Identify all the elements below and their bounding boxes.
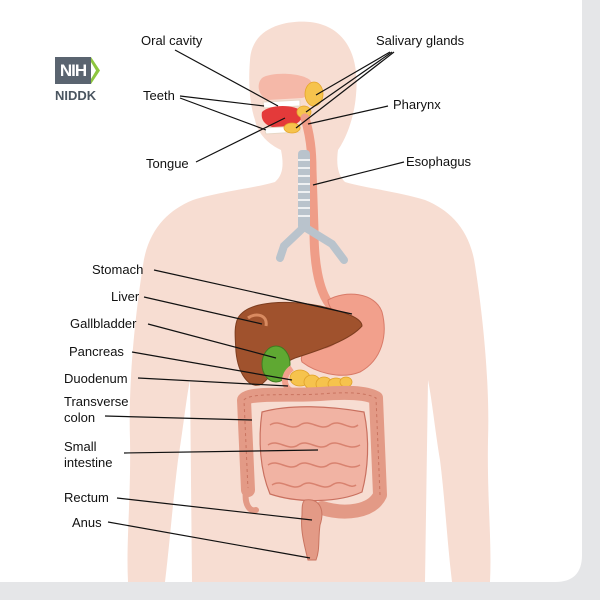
oral-cavity <box>258 73 313 100</box>
leader-anus <box>107 521 311 559</box>
leader-tongue <box>195 117 286 163</box>
label-esophagus: Esophagus <box>406 154 472 169</box>
label-duodenum: Duodenum <box>64 371 128 386</box>
leader-stomach <box>153 269 353 315</box>
small-intestine-shape <box>259 406 369 502</box>
leader-small-intestine <box>123 449 319 454</box>
leader-duodenum <box>137 377 289 387</box>
small-intestine-loops <box>267 422 361 488</box>
leader-lines <box>104 49 405 559</box>
liver-highlight <box>247 313 268 327</box>
leader-pancreas <box>131 351 293 381</box>
tongue-shape <box>261 106 304 128</box>
leader-oral-cavity <box>174 49 279 107</box>
leader-salivary-glands-3 <box>295 51 395 129</box>
leader-salivary-glands-1 <box>315 51 391 96</box>
leader-rectum <box>116 497 313 521</box>
label-pharynx: Pharynx <box>393 97 441 112</box>
leader-esophagus <box>312 161 405 186</box>
leader-teeth-1 <box>179 95 265 107</box>
rectum-shape <box>301 499 323 561</box>
leader-pharynx <box>307 105 389 125</box>
label-liver: Liver <box>111 289 140 304</box>
label-teeth: Teeth <box>143 88 175 103</box>
large-intestine-outline <box>243 392 381 496</box>
label-salivary-glands: Salivary glands <box>376 33 465 48</box>
nih-logo-chevron <box>88 57 100 84</box>
trachea-shape <box>276 150 348 264</box>
leader-gallbladder <box>147 323 277 359</box>
label-anus: Anus <box>72 515 102 530</box>
label-transverse-colon: Transverse colon <box>64 394 129 425</box>
label-gallbladder: Gallbladder <box>70 316 137 331</box>
gallbladder-shape <box>261 345 291 383</box>
leader-teeth-2 <box>179 97 267 131</box>
body-silhouette <box>127 21 491 583</box>
label-pancreas: Pancreas <box>69 344 124 359</box>
label-rectum: Rectum <box>64 490 109 505</box>
leader-transverse-colon <box>104 415 253 421</box>
niddk-logo-text: NIDDK <box>55 88 97 103</box>
label-oral-cavity: Oral cavity <box>141 33 203 48</box>
leader-salivary-glands-2 <box>305 51 393 113</box>
appendix-shape <box>242 487 259 514</box>
nih-logo: NIH <box>55 57 91 84</box>
label-stomach: Stomach <box>92 262 144 277</box>
label-small-intestine: Small intestine <box>64 439 113 470</box>
label-tongue: Tongue <box>146 156 189 171</box>
leader-liver <box>143 296 263 325</box>
